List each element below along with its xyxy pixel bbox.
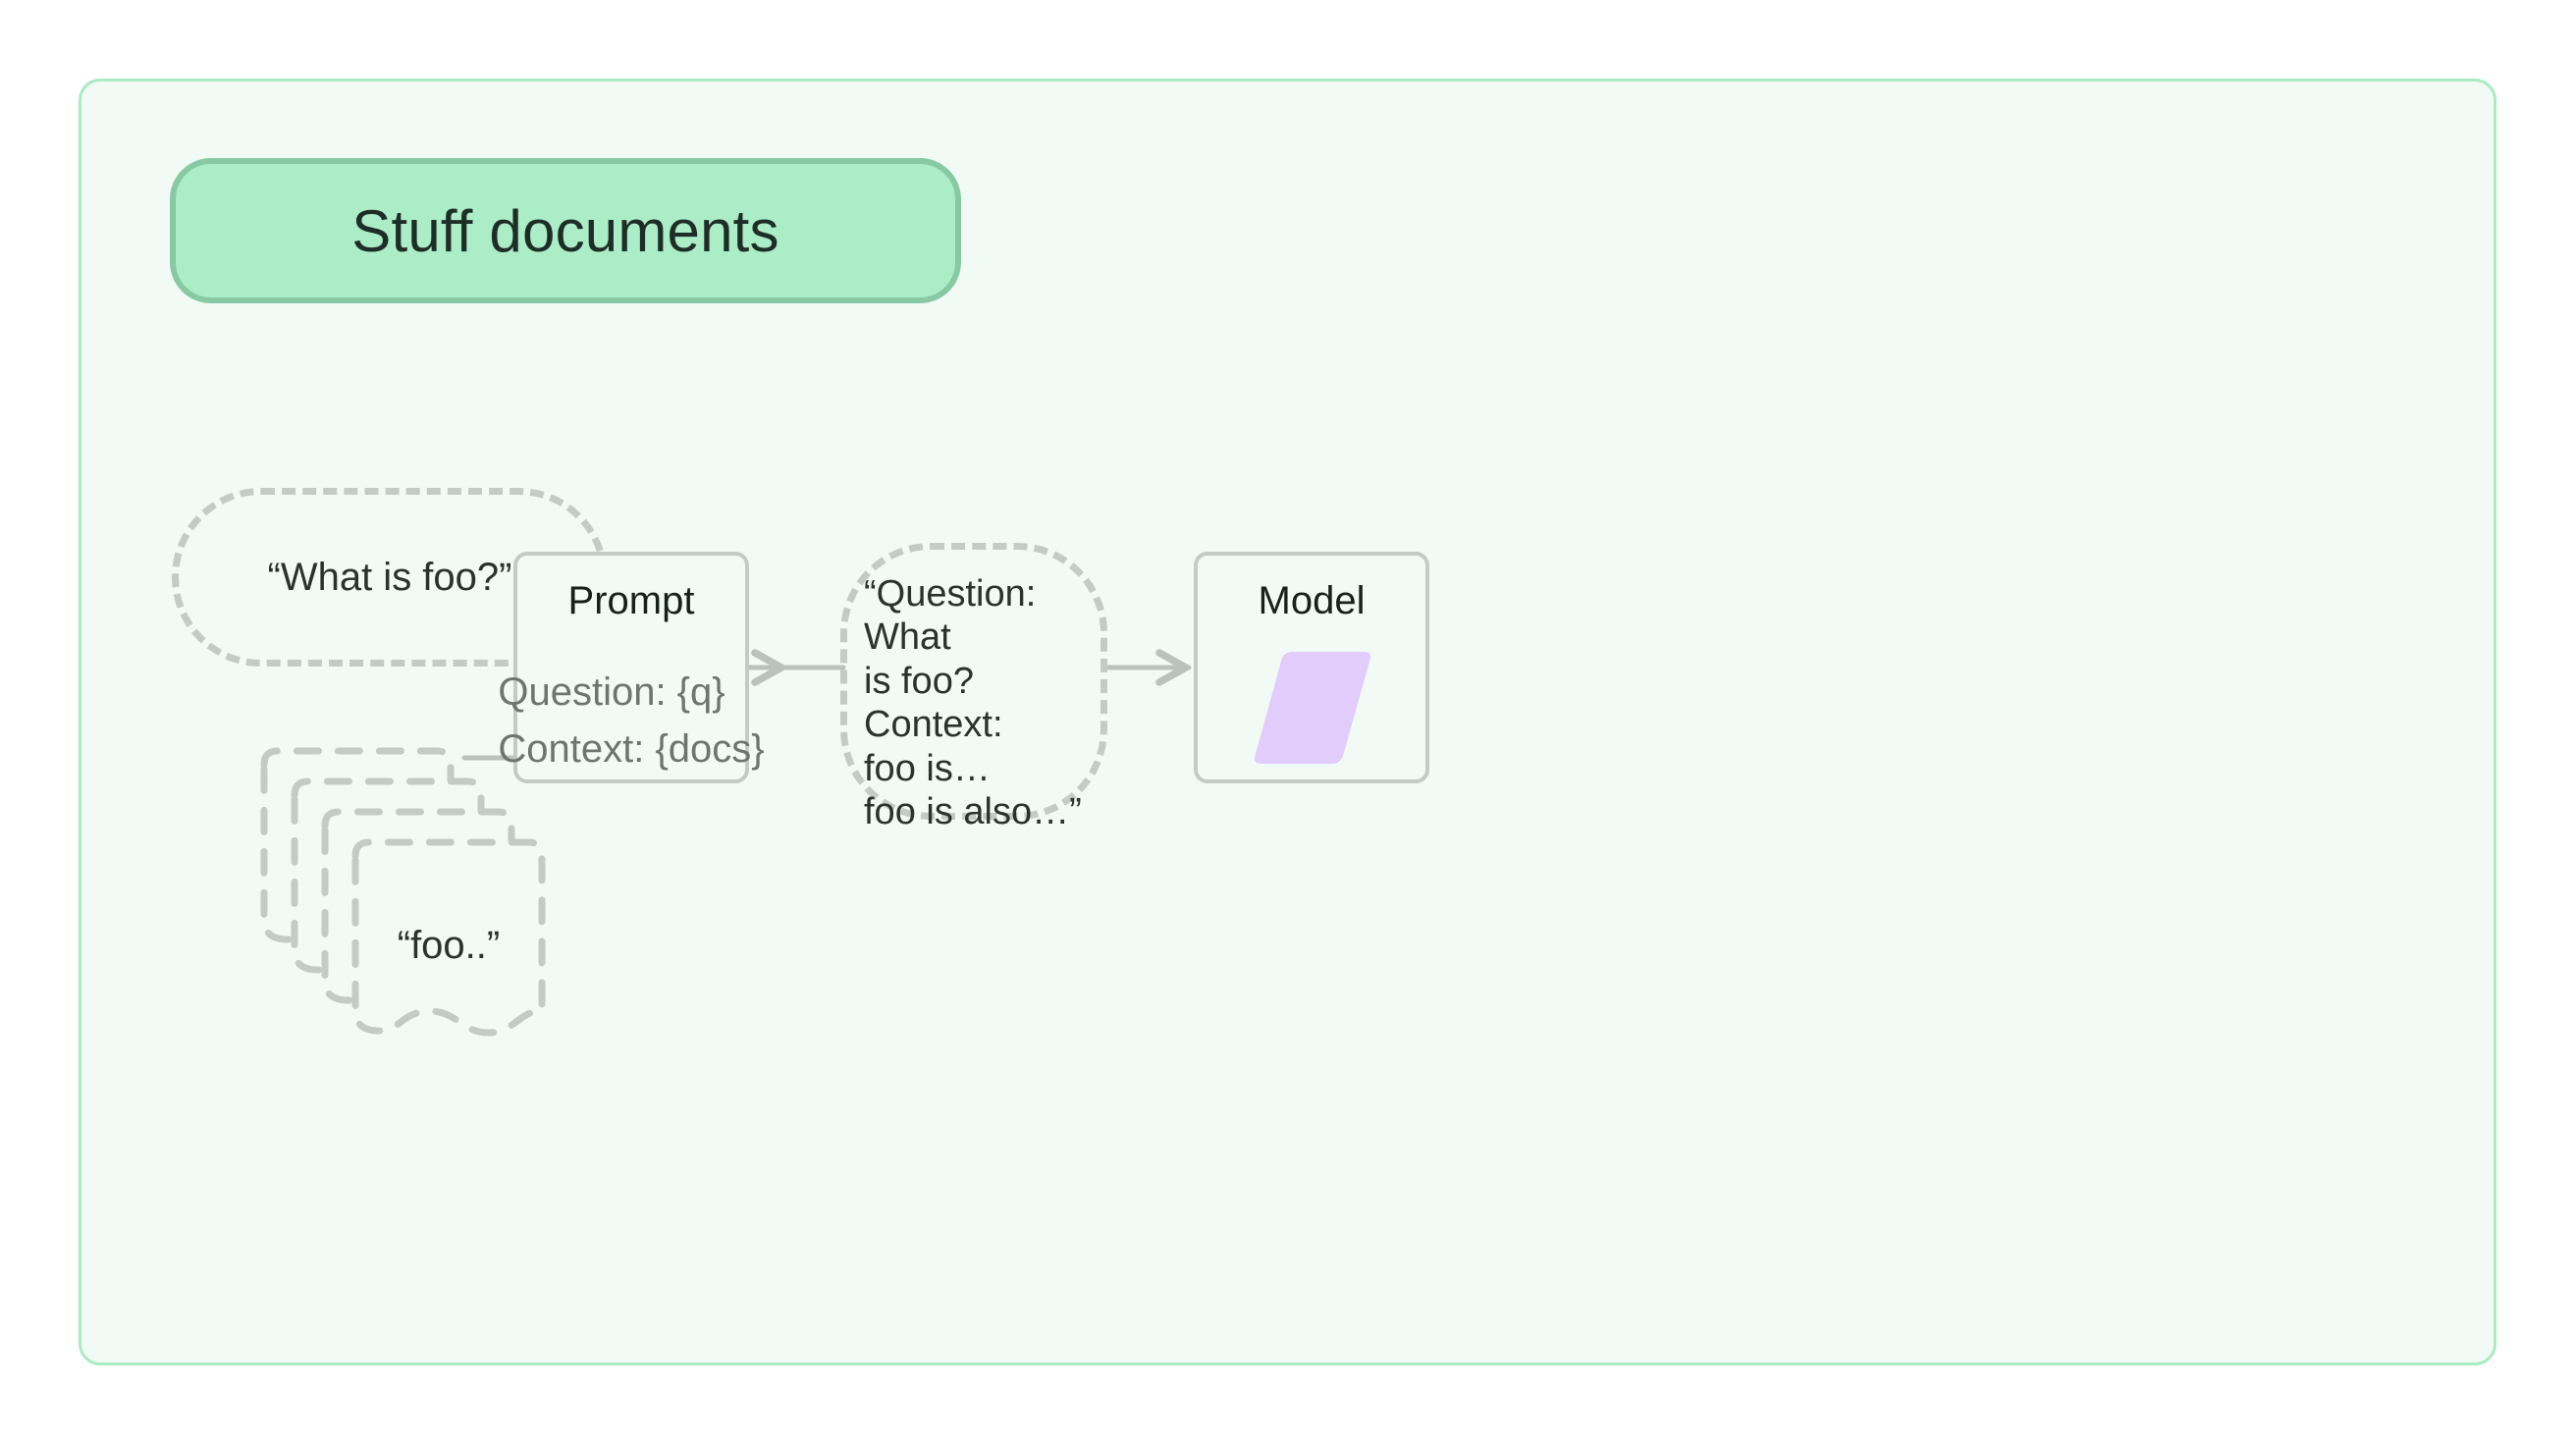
context-line: Context:: [864, 704, 1003, 746]
prompt-template-lines: Question: {q} Context: {docs}: [498, 664, 764, 777]
context-line: foo is…: [864, 747, 991, 789]
context-line: “Question: What: [864, 573, 1037, 659]
context-line: foo is also…”: [864, 791, 1082, 833]
documents-stack-label: “foo..”: [397, 923, 501, 967]
node-model[interactable]: Model: [1194, 552, 1429, 783]
diagram-title-badge: Stuff documents: [170, 158, 961, 303]
parallelogram-icon: [1250, 650, 1373, 766]
diagram-frame: Stuff documents “What is foo?”: [79, 79, 2496, 1365]
question-bubble-label: “What is foo?”: [267, 555, 512, 599]
model-title: Model: [1258, 579, 1366, 622]
node-prompt[interactable]: Prompt Question: {q} Context: {docs}: [498, 552, 765, 783]
document-icon: [342, 838, 556, 1052]
dashed-border: [840, 543, 1107, 820]
context-line: is foo?: [864, 660, 974, 702]
context-bubble-text: “Question: What is foo? Context: foo is……: [864, 572, 1094, 834]
node-documents-stack[interactable]: “foo..”: [250, 747, 564, 1061]
prompt-line-context: Context: {docs}: [498, 727, 765, 771]
diagram-title-text: Stuff documents: [351, 197, 779, 264]
prompt-line-question: Question: {q}: [498, 670, 725, 714]
prompt-title: Prompt: [567, 579, 695, 622]
node-context-bubble[interactable]: “Question: What is foo? Context: foo is……: [840, 543, 1107, 832]
